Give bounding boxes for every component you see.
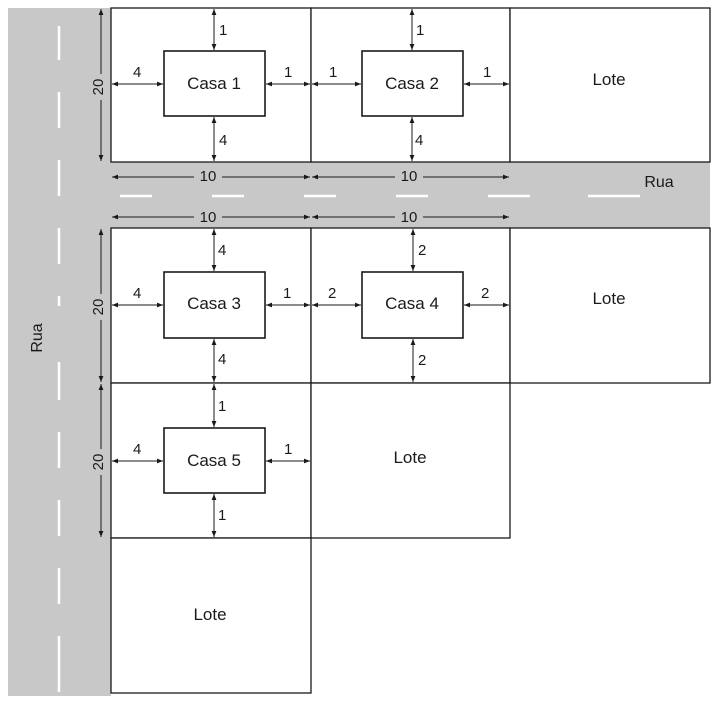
setback-left: 4 bbox=[133, 441, 141, 458]
house-label: Casa 3 bbox=[187, 294, 241, 313]
house-1 bbox=[163, 50, 266, 117]
setback-top: 1 bbox=[416, 22, 424, 39]
horizontal-road-label: Rua bbox=[644, 174, 673, 191]
setback-bottom: 4 bbox=[415, 132, 423, 149]
house-2 bbox=[361, 50, 464, 117]
width-dimension-label: 10 bbox=[200, 168, 217, 185]
lot-label: Lote bbox=[592, 70, 625, 89]
vertical-road-label: Rua bbox=[29, 323, 46, 352]
setback-top: 1 bbox=[219, 22, 227, 39]
lot-8 bbox=[310, 382, 511, 539]
setback-top: 1 bbox=[218, 398, 226, 415]
setback-right: 1 bbox=[283, 285, 291, 302]
setback-bottom: 1 bbox=[218, 507, 226, 524]
setback-bottom: 2 bbox=[418, 352, 426, 369]
setback-left: 4 bbox=[133, 64, 141, 81]
setback-left: 2 bbox=[328, 285, 336, 302]
house-3 bbox=[163, 271, 266, 339]
house-label: Casa 5 bbox=[187, 451, 241, 470]
lot-label: Lote bbox=[193, 605, 226, 624]
width-dimension-label: 10 bbox=[200, 209, 217, 226]
width-dimension-label: 10 bbox=[401, 168, 418, 185]
depth-dimension-label: 20 bbox=[90, 79, 107, 96]
setback-right: 1 bbox=[284, 441, 292, 458]
lot-9 bbox=[110, 537, 312, 694]
lot-6 bbox=[509, 227, 711, 384]
setback-left: 1 bbox=[329, 64, 337, 81]
lot-3 bbox=[509, 7, 711, 163]
setback-bottom: 4 bbox=[218, 351, 226, 368]
lot-label: Lote bbox=[393, 448, 426, 467]
setback-top: 2 bbox=[418, 242, 426, 259]
depth-dimension-label: 20 bbox=[90, 299, 107, 316]
setback-top: 4 bbox=[218, 242, 226, 259]
setback-left: 4 bbox=[133, 285, 141, 302]
house-label: Casa 4 bbox=[385, 294, 439, 313]
depth-dimension-label: 20 bbox=[90, 454, 107, 471]
setback-bottom: 4 bbox=[219, 132, 227, 149]
house-4 bbox=[361, 271, 464, 339]
house-label: Casa 2 bbox=[385, 74, 439, 93]
setback-right: 2 bbox=[481, 285, 489, 302]
house-label: Casa 1 bbox=[187, 74, 241, 93]
setback-right: 1 bbox=[483, 64, 491, 81]
setback-right: 1 bbox=[284, 64, 292, 81]
house-5 bbox=[163, 427, 266, 494]
lot-label: Lote bbox=[592, 289, 625, 308]
width-dimension-label: 10 bbox=[401, 209, 418, 226]
